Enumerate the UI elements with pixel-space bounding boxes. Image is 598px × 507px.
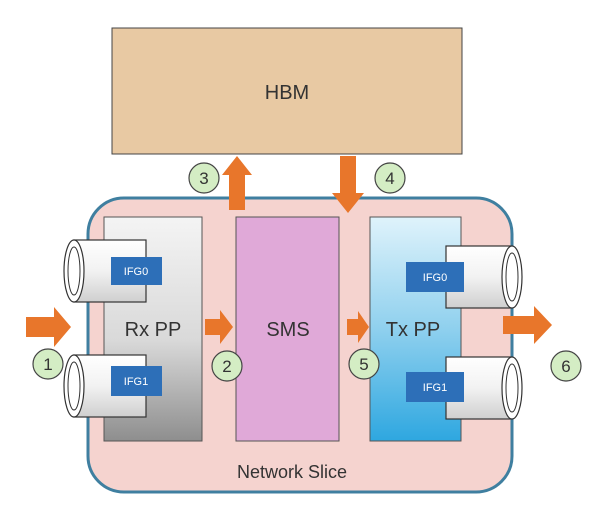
sms-to-hbm-arrow-icon (222, 156, 252, 210)
tx-pp-label: Tx PP (386, 319, 440, 341)
step-4-badge: 4 (374, 162, 406, 194)
tx-ifg1-port-icon (445, 356, 523, 420)
tx-ifg1-label: IFG1 (423, 382, 447, 394)
egress-arrow-icon (503, 306, 552, 344)
step-2-label: 2 (222, 357, 231, 376)
hbm-to-sms-arrow-icon (332, 156, 364, 213)
rx-ifg1-port-icon (63, 354, 147, 418)
step-1-label: 1 (43, 355, 52, 374)
rx-ifg1-label: IFG1 (124, 376, 148, 388)
tx-ifg0-box (406, 262, 464, 292)
tx-ifg1-box (406, 372, 464, 402)
step-5-label: 5 (359, 355, 368, 374)
step-4-label: 4 (385, 169, 394, 188)
rx-to-sms-arrow-icon (205, 310, 233, 344)
step-1-badge: 1 (32, 348, 64, 380)
rx-ifg0-label: IFG0 (124, 266, 148, 278)
step-3-badge: 3 (188, 162, 220, 194)
sms-to-tx-arrow-icon (347, 311, 369, 343)
step-6-badge: 6 (550, 350, 582, 382)
hbm-block (111, 27, 463, 155)
step-5-badge: 5 (348, 348, 380, 380)
ingress-arrow-icon (26, 307, 71, 347)
rx-ifg0-box (111, 257, 162, 285)
sms-label: SMS (266, 319, 309, 341)
sms-block (235, 216, 340, 442)
tx-ifg0-label: IFG0 (423, 272, 447, 284)
hbm-label: HBM (265, 82, 309, 104)
step-2-badge: 2 (211, 350, 243, 382)
step-3-label: 3 (199, 169, 208, 188)
network-slice-label: Network Slice (237, 462, 347, 482)
step-6-label: 6 (561, 357, 570, 376)
rx-ifg1-box (111, 366, 162, 396)
rx-pp-label: Rx PP (125, 319, 182, 341)
